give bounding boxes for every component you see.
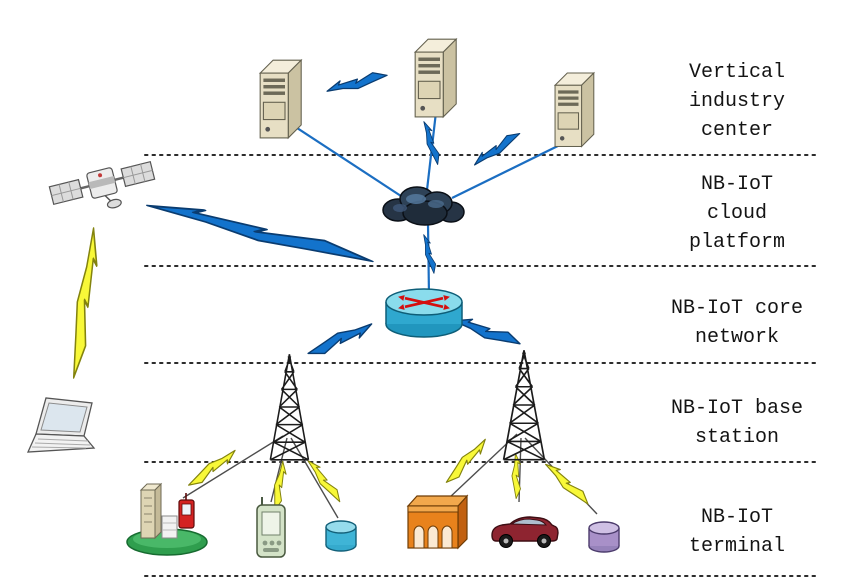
smart-city-terminal-icon xyxy=(126,482,208,556)
building-terminal-icon xyxy=(406,494,469,550)
server-1-icon xyxy=(259,59,302,139)
base-station-right-icon xyxy=(502,349,546,461)
lightning-server1-server2 xyxy=(324,69,390,96)
label-nbiot-core-network: NB-IoT core network xyxy=(670,297,804,349)
core-router-icon xyxy=(385,288,463,338)
server-3-icon xyxy=(554,72,595,147)
lightning-router-ltower xyxy=(304,319,377,360)
label-nbiot-terminal: NB-IoT terminal xyxy=(688,506,785,558)
link-ltower-tank xyxy=(290,437,339,519)
router-arrows-icon xyxy=(398,295,450,310)
label-nbiot-base-station: NB-IoT base station xyxy=(670,397,804,449)
server-2-icon xyxy=(414,38,457,118)
lightning-satellite-laptop xyxy=(64,226,106,380)
base-station-left-icon xyxy=(269,353,310,461)
label-nbiot-cloud-platform: NB-IoT cloud platform xyxy=(688,173,785,254)
lightning-satellite-cloud xyxy=(147,194,374,270)
storage-tank-terminal-icon xyxy=(588,521,620,553)
link-server3-cloud xyxy=(451,139,571,199)
link-ltower-pda xyxy=(270,437,288,503)
meter-device-icon xyxy=(178,493,195,529)
lightning-rtower-storage xyxy=(542,458,593,510)
satellite-icon xyxy=(48,160,156,209)
small-tank-terminal-icon xyxy=(325,520,357,552)
handheld-terminal-icon xyxy=(256,497,286,558)
link-server1-cloud xyxy=(293,125,405,199)
layer-separators xyxy=(144,154,817,577)
lightning-ltower-tank xyxy=(304,455,345,506)
car-terminal-icon xyxy=(491,516,559,548)
lightning-server3-cloud xyxy=(469,128,524,169)
laptop-icon xyxy=(26,397,96,453)
label-vertical-industry-center: Vertical industry center xyxy=(688,61,785,142)
cloud-icon xyxy=(382,186,465,226)
link-ltower-city xyxy=(182,435,284,499)
